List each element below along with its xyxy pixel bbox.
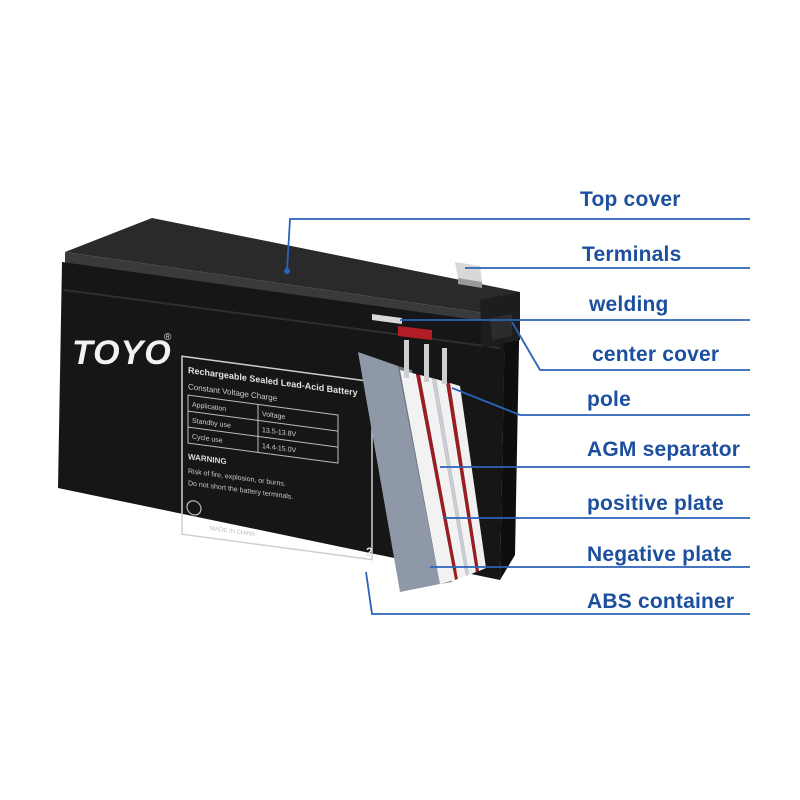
leader-center-cover <box>511 321 750 371</box>
pole-post <box>404 340 409 378</box>
negative-plate-layer <box>432 378 469 576</box>
welding-strap <box>398 326 432 340</box>
callout-positive-plate: positive plate <box>587 492 725 515</box>
abs-container-wall <box>358 352 440 592</box>
leader-dot <box>284 268 290 274</box>
brand-logo: TOYO ® <box>72 332 172 372</box>
battery-top-cover <box>65 218 520 316</box>
label-cell: Application <box>192 402 226 414</box>
agm-separator-layer <box>436 379 476 575</box>
terminal-right <box>455 262 482 282</box>
registered-mark: ® <box>164 332 172 343</box>
terminal-left <box>372 314 402 324</box>
label-maker-line: MADE IN CHINA <box>210 526 255 538</box>
leader-pole <box>451 387 750 416</box>
callout-abs-container: ABS container <box>587 590 735 613</box>
battery-side-face <box>500 292 520 580</box>
callout-pole: pole <box>587 388 631 411</box>
leader-abs-container <box>365 571 750 615</box>
callout-negative-plate: Negative plate <box>587 543 733 566</box>
pole-post <box>442 348 447 384</box>
agm-separator-layer <box>400 370 455 584</box>
side-number: 2 <box>366 545 373 559</box>
leader-top-cover <box>286 218 750 272</box>
pole-post <box>424 344 429 382</box>
agm-separator-layer <box>420 375 466 579</box>
label-cell: 13.5-13.8V <box>262 427 296 439</box>
label-cell: Cycle use <box>192 434 223 445</box>
brand-logo-text: TOYO <box>72 334 172 372</box>
callout-center-cover: center cover <box>592 343 720 366</box>
positive-plate-layer <box>446 382 479 572</box>
callout-top-cover: Top cover <box>580 188 681 211</box>
callout-terminals: Terminals <box>582 243 682 266</box>
label-cell: Voltage <box>262 411 285 421</box>
cutaway-cell <box>358 314 486 592</box>
callout-agm-separator: AGM separator <box>587 438 741 461</box>
positive-plate-layer <box>416 374 458 580</box>
leader-lines <box>284 218 750 615</box>
label-cell: 14.4-15.0V <box>262 443 296 455</box>
callout-welding: welding <box>589 293 669 316</box>
recycle-icon <box>186 500 202 516</box>
